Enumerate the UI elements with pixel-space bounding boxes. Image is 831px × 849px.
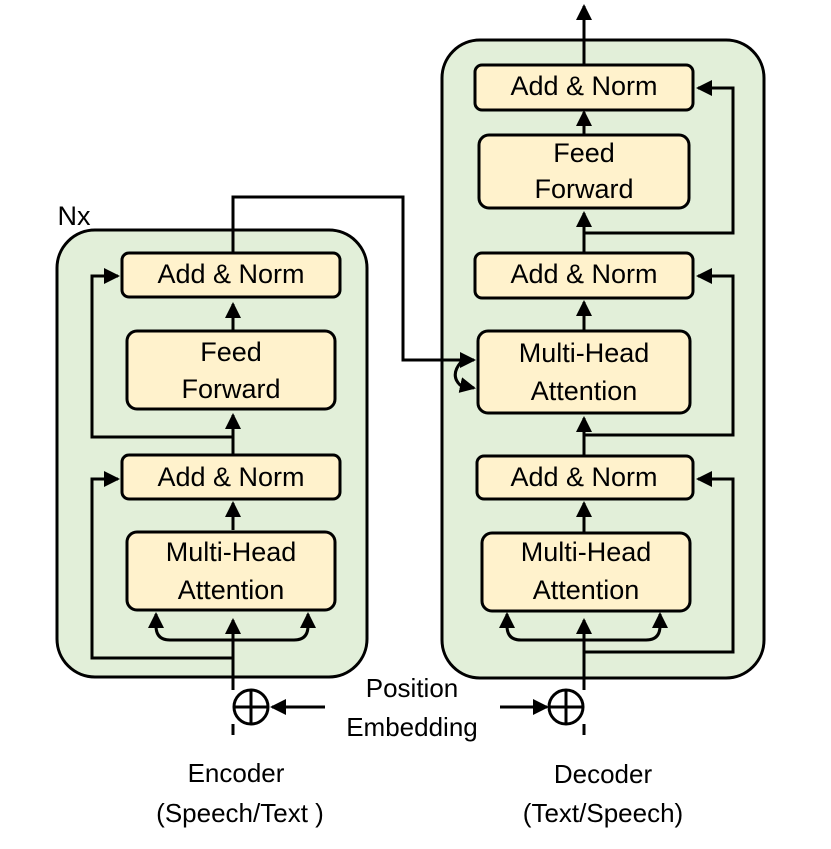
svg-text:Add & Norm: Add & Norm	[157, 462, 304, 492]
position-embedding-label-2: Embedding	[346, 712, 478, 742]
svg-text:Add & Norm: Add & Norm	[510, 462, 657, 492]
svg-text:Multi-Head: Multi-Head	[521, 537, 652, 567]
decoder-add-norm-bottom: Add & Norm	[475, 454, 695, 501]
decoder-caption-sub: (Text/Speech)	[523, 798, 683, 828]
decoder-feed-forward: Feed Forward	[477, 133, 691, 210]
encoder-add-symbol	[232, 688, 270, 726]
decoder-add-norm-middle: Add & Norm	[473, 251, 695, 300]
encoder-add-norm-bottom: Add & Norm	[120, 453, 342, 501]
decoder-add-symbol	[547, 688, 585, 726]
encoder-multi-head-attention: Multi-Head Attention	[125, 530, 337, 612]
svg-text:Forward: Forward	[534, 174, 633, 204]
svg-text:Attention: Attention	[533, 575, 640, 605]
svg-text:Attention: Attention	[178, 575, 285, 605]
encoder-caption-title: Encoder	[188, 758, 285, 788]
svg-text:Feed: Feed	[553, 138, 615, 168]
svg-text:Feed: Feed	[200, 337, 262, 367]
decoder-self-attention: Multi-Head Attention	[480, 531, 692, 613]
svg-text:Forward: Forward	[181, 374, 280, 404]
svg-text:Add & Norm: Add & Norm	[157, 259, 304, 289]
encoder-feed-forward: Feed Forward	[125, 329, 337, 411]
decoder-add-norm-top: Add & Norm	[473, 63, 695, 112]
position-embedding-label-1: Position	[366, 673, 459, 703]
decoder-cross-attention: Multi-Head Attention	[476, 329, 692, 415]
svg-text:Multi-Head: Multi-Head	[166, 537, 297, 567]
svg-text:Attention: Attention	[531, 376, 638, 406]
nx-label: Nx	[58, 201, 91, 231]
encoder-caption-sub: (Speech/Text )	[156, 798, 324, 828]
svg-text:Multi-Head: Multi-Head	[519, 338, 650, 368]
encoder-add-norm-top: Add & Norm	[120, 251, 342, 299]
svg-text:Add & Norm: Add & Norm	[510, 71, 657, 101]
svg-text:Add & Norm: Add & Norm	[510, 259, 657, 289]
decoder-caption-title: Decoder	[554, 759, 653, 789]
